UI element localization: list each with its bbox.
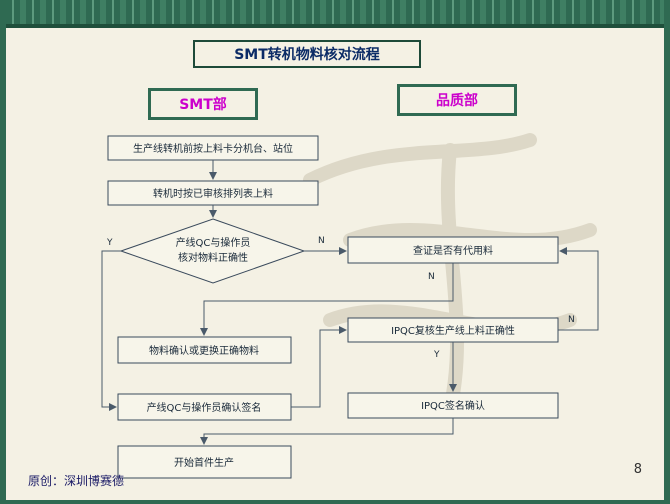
bottom-border: [0, 500, 670, 504]
edge-n4-n6: [200, 263, 454, 336]
node-n1-label: 生产线转机前按上料卡分机台、站位: [133, 142, 293, 155]
edge-n7-n5: [291, 326, 347, 408]
node-n6-label: 物料确认或更换正确物料: [149, 344, 259, 357]
edge-label-n-right: N: [568, 315, 575, 325]
top-border-pattern: [0, 0, 670, 28]
edge-label-n-check: N: [428, 272, 435, 282]
calligraphy-watermark: [303, 133, 597, 417]
lane-smt: SMT部: [148, 88, 258, 120]
edge-label-y-ipqc: Y: [433, 350, 440, 360]
footer-credit: 原创：深圳博赛德: [28, 474, 125, 488]
node-n3-decision: [119, 218, 306, 284]
lane-quality: 品质部: [397, 84, 517, 116]
page-number: 8: [633, 462, 642, 477]
right-border: [664, 0, 670, 504]
edge-label-y: Y: [106, 238, 113, 248]
node-n9-label: 开始首件生产: [174, 456, 234, 469]
node-n4-label: 查证是否有代用料: [413, 244, 493, 257]
edge-n5-n4: [558, 247, 599, 331]
node-n3-label-2: 核对物料正确性: [178, 251, 248, 264]
node-n8-label: IPQC签名确认: [421, 399, 485, 412]
node-n9: [117, 445, 292, 479]
left-border: [0, 0, 6, 504]
node-n2: [107, 180, 319, 206]
edge-n8-n9: [200, 418, 454, 445]
node-n3-label-1: 产线QC与操作员: [176, 236, 251, 249]
node-n8: [347, 392, 559, 419]
node-n1: [107, 135, 319, 161]
node-n7-label: 产线QC与操作员确认签名: [147, 401, 262, 414]
edge-n3-n7: [101, 250, 121, 411]
diagram-title: SMT转机物料核对流程: [193, 40, 421, 68]
node-n7: [117, 393, 292, 421]
edge-label-n-decision: N: [318, 236, 325, 246]
node-n2-label: 转机时按已审核排列表上料: [153, 187, 273, 200]
node-n5-label: IPQC复核生产线上料正确性: [391, 324, 515, 337]
node-n6: [117, 336, 292, 364]
